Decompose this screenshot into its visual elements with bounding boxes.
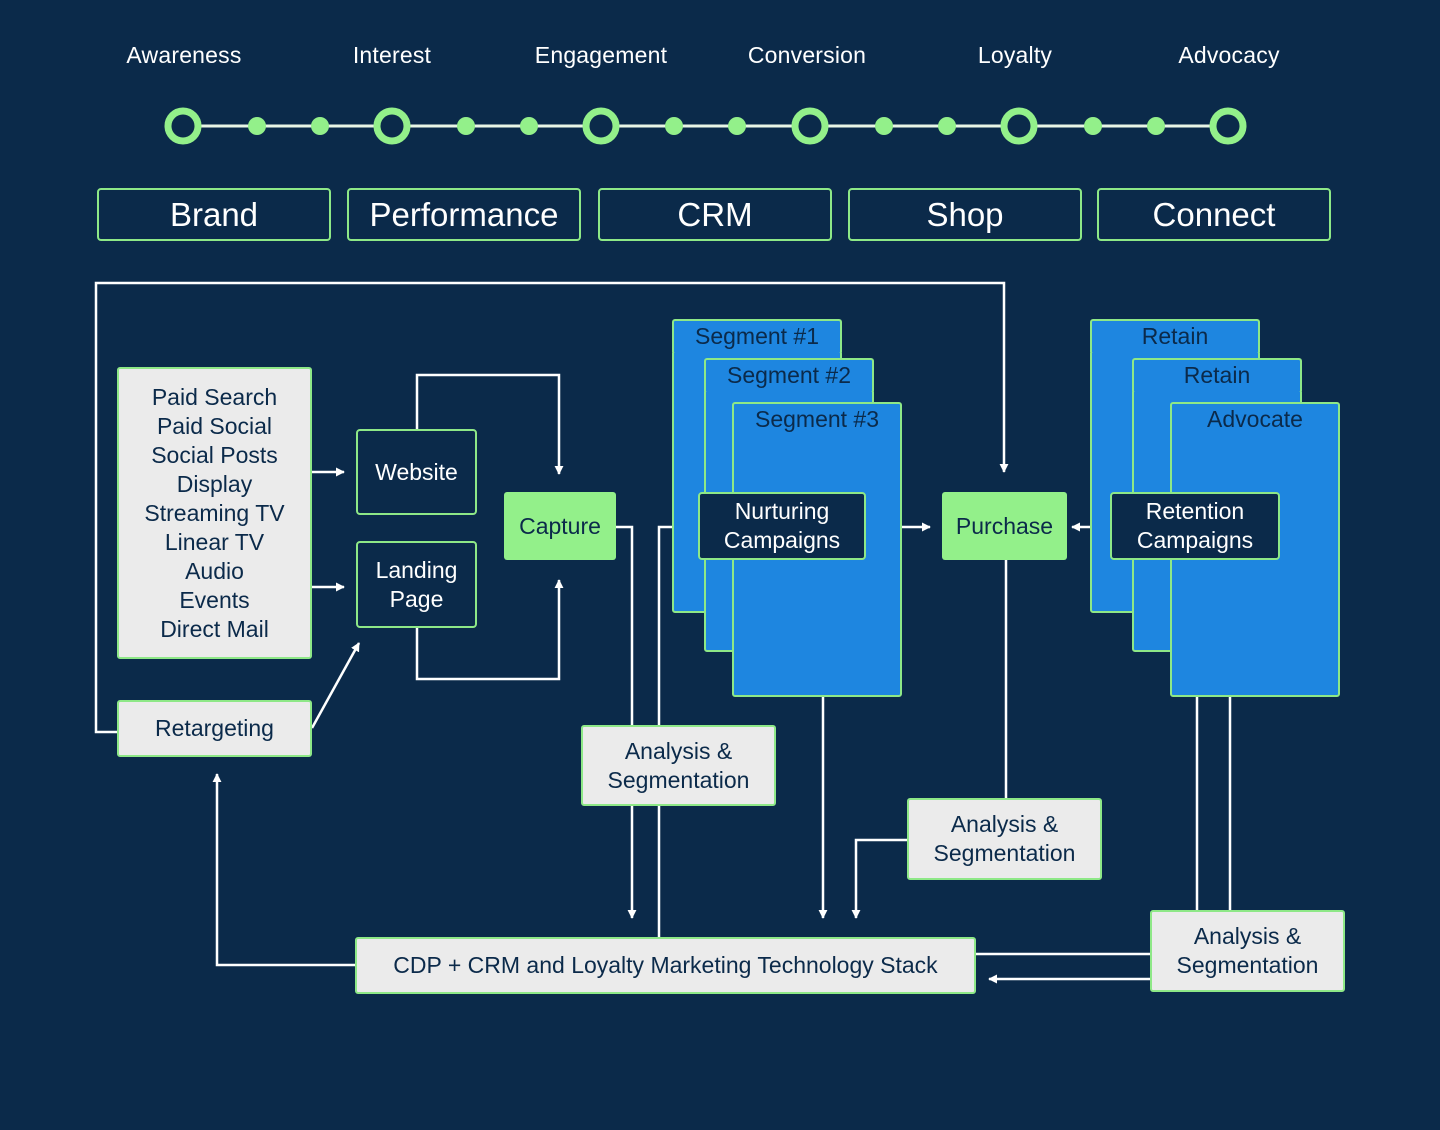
journey-timeline bbox=[164, 107, 1247, 145]
stage-loyalty: Loyalty bbox=[977, 42, 1053, 68]
segment-label: Segment #2 bbox=[726, 362, 852, 388]
nurturing-campaigns-node: Nurturing Campaigns bbox=[698, 492, 866, 560]
retention-label: Retention bbox=[1145, 498, 1245, 524]
analysis-label: Segmentation bbox=[933, 840, 1076, 866]
analysis-label: Segmentation bbox=[607, 766, 750, 793]
analysis-label: Analysis & bbox=[1193, 923, 1302, 949]
channel-connect: Connect bbox=[1097, 188, 1331, 241]
loyalty-label: Advocate bbox=[1207, 406, 1303, 432]
retention-label: Campaigns bbox=[1136, 527, 1254, 553]
loyalty-label: Retain bbox=[1141, 323, 1209, 349]
media-item: Linear TV bbox=[164, 528, 265, 555]
purchase-label: Purchase bbox=[955, 512, 1054, 539]
nurturing-label: Nurturing bbox=[734, 498, 830, 524]
channel-shop: Shop bbox=[848, 188, 1082, 241]
nurturing-label: Campaigns bbox=[723, 527, 841, 553]
tech-stack-node: CDP + CRM and Loyalty Marketing Technolo… bbox=[355, 937, 976, 994]
website-label: Website bbox=[375, 458, 458, 485]
landing-page-label: Landing bbox=[375, 556, 458, 583]
retargeting-label: Retargeting bbox=[155, 715, 274, 741]
media-item: Streaming TV bbox=[144, 499, 285, 526]
channel-performance: Performance bbox=[347, 188, 581, 241]
landing-page-node: Landing Page bbox=[356, 541, 477, 628]
segment-tab-1: Segment #1 bbox=[672, 319, 842, 352]
analysis-segmentation-2: Analysis & Segmentation bbox=[907, 798, 1102, 880]
tech-stack-label: CDP + CRM and Loyalty Marketing Technolo… bbox=[393, 952, 938, 978]
loyalty-label: Retain bbox=[1183, 362, 1251, 388]
stage-interest: Interest bbox=[352, 42, 432, 68]
channel-brand: Brand bbox=[97, 188, 331, 241]
media-item: Paid Search bbox=[151, 383, 278, 410]
capture-node: Capture bbox=[504, 492, 616, 560]
retain-tab-1: Retain bbox=[1090, 319, 1260, 352]
media-channels-list: Paid Search Paid Social Social Posts Dis… bbox=[117, 367, 312, 659]
retain-tab-2: Retain bbox=[1132, 358, 1302, 391]
channel-crm: CRM bbox=[598, 188, 832, 241]
media-item: Paid Social bbox=[156, 412, 273, 439]
capture-label: Capture bbox=[519, 512, 601, 539]
analysis-segmentation-3: Analysis & Segmentation bbox=[1150, 910, 1345, 992]
media-item: Audio bbox=[185, 557, 244, 584]
retention-campaigns-node: Retention Campaigns bbox=[1110, 492, 1280, 560]
media-item: Direct Mail bbox=[160, 615, 269, 642]
stage-advocacy: Advocacy bbox=[1178, 42, 1280, 68]
stage-awareness: Awareness bbox=[126, 42, 242, 68]
media-item: Events bbox=[179, 586, 250, 613]
analysis-label: Analysis & bbox=[624, 737, 733, 764]
stage-engagement: Engagement bbox=[534, 42, 668, 68]
media-item: Social Posts bbox=[151, 441, 278, 468]
analysis-segmentation-1: Analysis & Segmentation bbox=[581, 725, 776, 806]
segment-label: Segment #3 bbox=[754, 406, 880, 432]
analysis-label: Segmentation bbox=[1176, 952, 1319, 978]
segment-tab-2: Segment #2 bbox=[704, 358, 874, 391]
purchase-node: Purchase bbox=[942, 492, 1067, 560]
landing-page-label: Page bbox=[389, 585, 444, 612]
retargeting-node: Retargeting bbox=[117, 700, 312, 757]
website-node: Website bbox=[356, 429, 477, 515]
analysis-label: Analysis & bbox=[950, 811, 1059, 837]
stage-conversion: Conversion bbox=[747, 42, 867, 68]
media-item: Display bbox=[176, 470, 253, 497]
segment-label: Segment #1 bbox=[694, 323, 820, 349]
